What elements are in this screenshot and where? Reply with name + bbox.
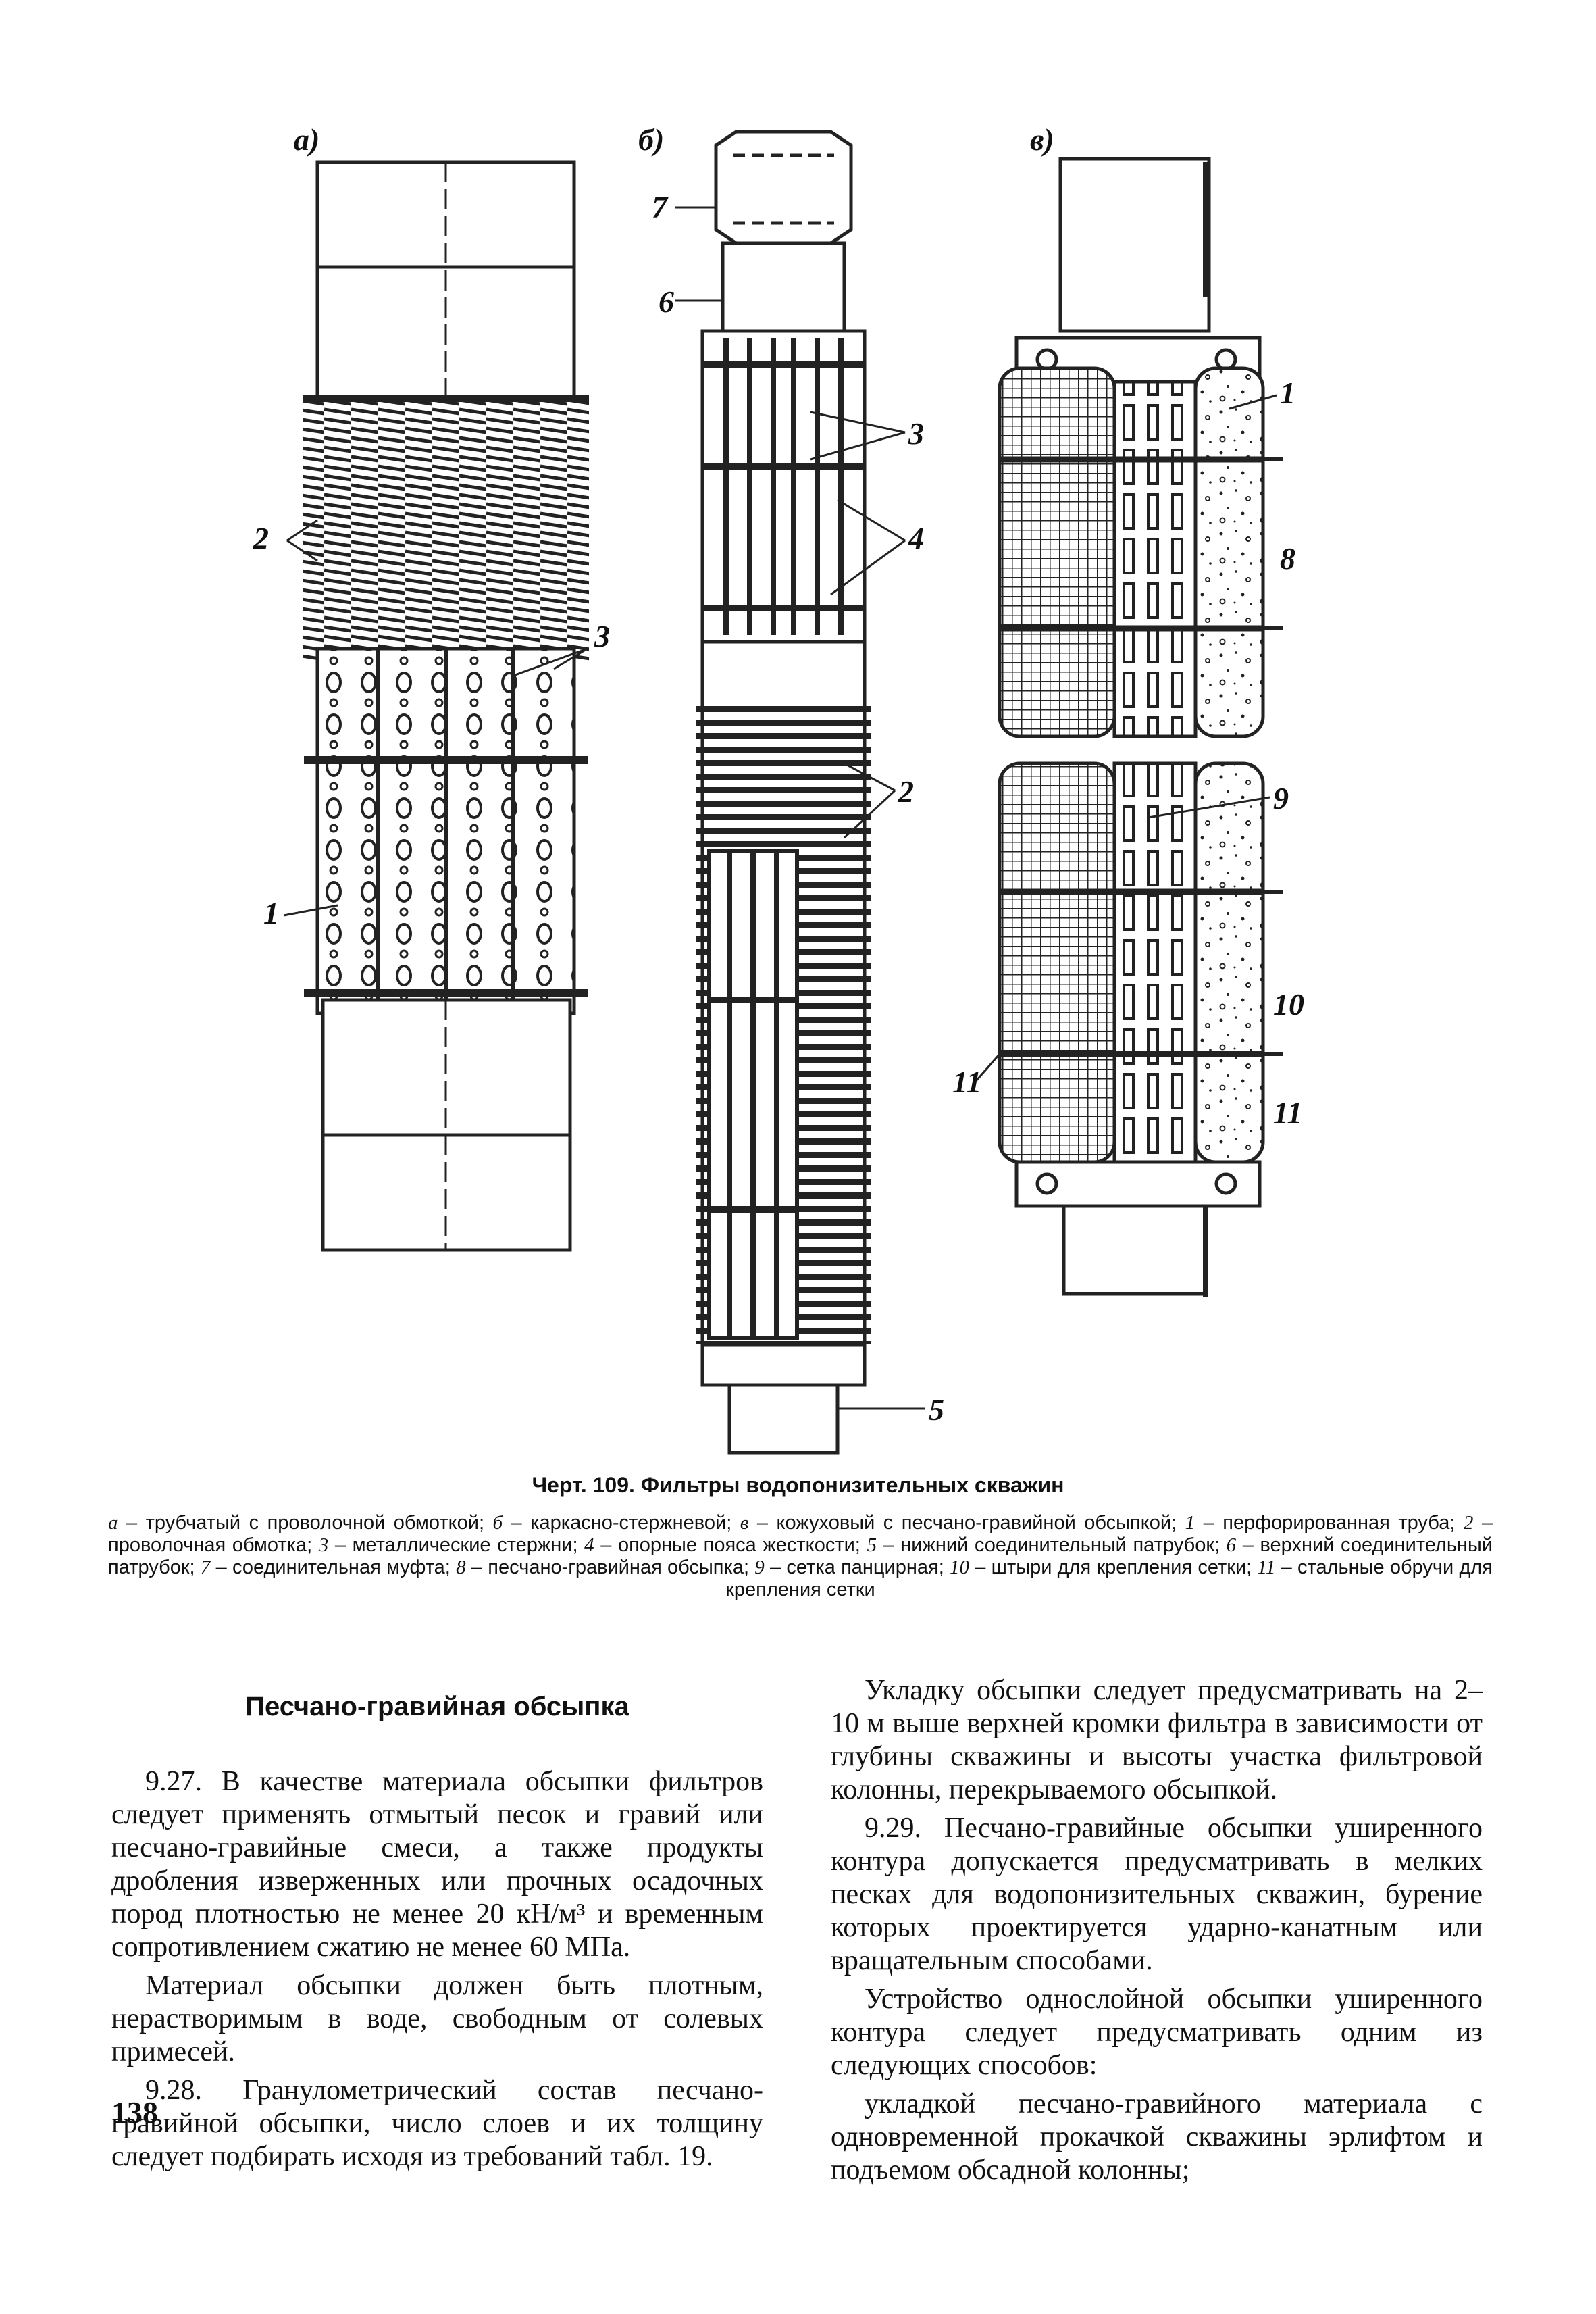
legend-entry: 11 – стальные обручи для крепления сетки: [725, 1557, 1493, 1601]
right-column: Укладку обсыпки следует предусматривать …: [831, 1674, 1483, 2192]
paragraph-placement: Укладку обсыпки следует предусматривать …: [831, 1675, 1483, 1805]
callout-a-1: 1: [263, 896, 279, 930]
callout-c-9: 9: [1273, 781, 1289, 815]
legend-entry: в – кожуховый с песчано-гравийной обсыпк…: [740, 1512, 1185, 1534]
callout-c-8: 8: [1280, 541, 1295, 576]
legend-entry: 7 – соединительная муфта;: [200, 1557, 457, 1578]
figure-109: а) б) в) 2 3 1 7 6 3 4 2 5 1 8 9 10 11 1…: [253, 122, 1304, 1455]
callout-b-7: 7: [652, 190, 667, 224]
legend-entry: а – трубчатый с проволочной обмоткой;: [108, 1512, 493, 1534]
legend-entry: 4 – опорные пояса жесткости;: [584, 1534, 867, 1556]
paragraph-method-1: укладкой песчано-гравийного материала с …: [831, 2088, 1483, 2186]
legend-entry: 5 – нижний соединительный патрубок;: [867, 1534, 1227, 1556]
filter-b: [696, 130, 871, 1455]
callout-b-3: 3: [908, 416, 924, 451]
legend-entry: 10 – штыри для крепления сетки;: [950, 1557, 1258, 1578]
panel-label-b: б): [638, 122, 665, 157]
callout-a-2: 2: [253, 521, 269, 555]
paragraph-9-29: 9.29. Песчано-гравийные обсыпки уширенно…: [831, 1813, 1483, 1976]
legend-entry: 6 – верхний соединительный патрубок;: [108, 1534, 1493, 1578]
legend-entry: б – каркасно-стержневой;: [492, 1512, 740, 1534]
callout-b-4: 4: [908, 521, 924, 555]
callout-c-11-right: 11: [1273, 1095, 1303, 1130]
figure-legend: а – трубчатый с проволочной обмоткой; б …: [108, 1512, 1493, 1601]
figure-caption-title: Черт. 109. Фильтры водопонизительных скв…: [532, 1473, 1064, 1497]
legend-entry: 8 – песчано-гравийная обсыпка;: [456, 1557, 755, 1578]
callout-c-11-left: 11: [952, 1065, 982, 1099]
legend-entry: 2 – проволочная обмотка;: [108, 1512, 1493, 1556]
callout-c-10: 10: [1273, 987, 1304, 1022]
page-number: 138: [111, 2095, 158, 2130]
paragraph-material: Материал обсыпки должен быть плотным, не…: [111, 1970, 763, 2067]
callout-b-2: 2: [898, 774, 914, 809]
paragraph-9-27: 9.27. В качестве материала обсыпки фильт…: [111, 1766, 763, 1963]
callout-b-6: 6: [659, 284, 674, 319]
left-column: Песчано-гравийная обсыпка 9.27. В качест…: [111, 1674, 763, 2179]
figure-drawing: [283, 130, 1283, 1455]
section-heading: Песчано-гравийная обсыпка: [245, 1692, 629, 1721]
legend-entry: 1 – перфорированная труба;: [1185, 1512, 1464, 1534]
callout-b-5: 5: [929, 1392, 944, 1427]
filter-a: [303, 160, 589, 1252]
panel-label-a: а): [294, 122, 320, 157]
legend-entry: 3 – металлические стержни;: [318, 1534, 585, 1556]
paragraph-9-28: 9.28. Гранулометрический состав песчано-…: [111, 2075, 763, 2172]
paragraph-methods: Устройство однослойной обсыпки уширенног…: [831, 1984, 1483, 2081]
panel-label-c: в): [1030, 122, 1054, 157]
callout-a-3: 3: [594, 619, 610, 653]
legend-entry: 9 – сетка панцирная;: [754, 1557, 950, 1578]
callout-c-1: 1: [1280, 376, 1295, 410]
leader-lines: [283, 206, 1277, 1410]
filter-c: [998, 157, 1283, 1297]
